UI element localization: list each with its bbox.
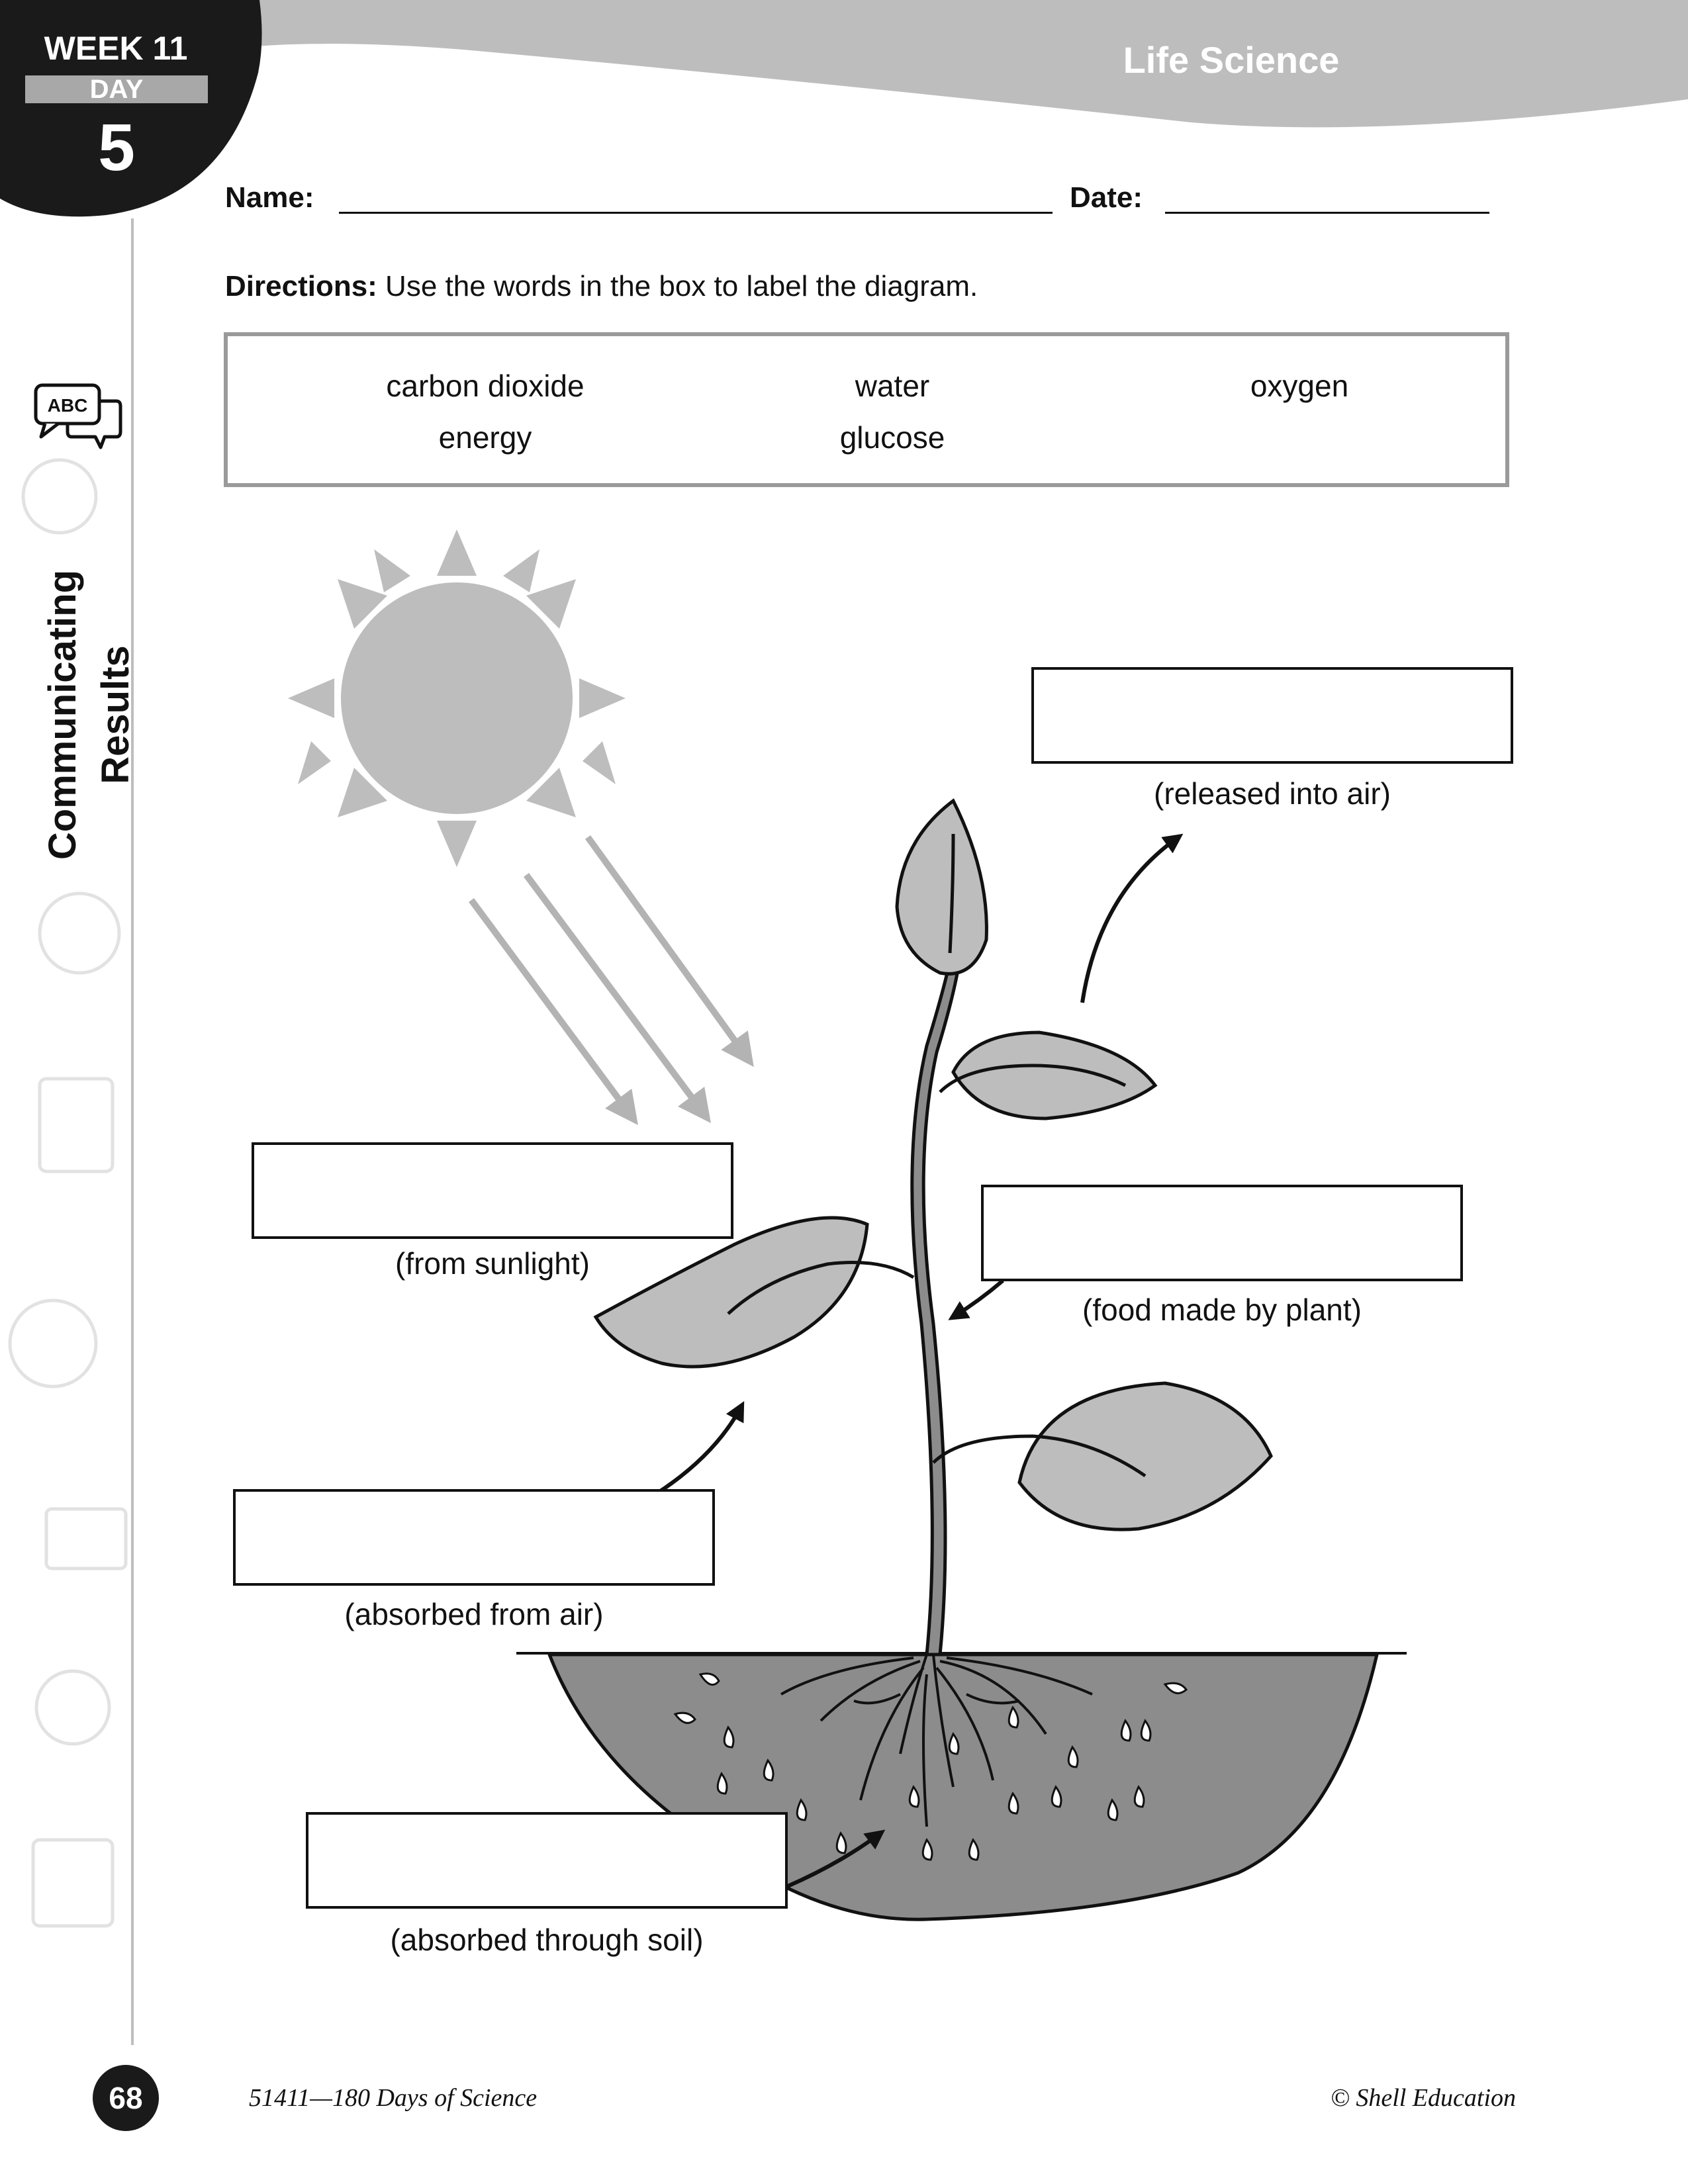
word-bank-item: glucose: [753, 420, 1031, 455]
word-bank-item: oxygen: [1160, 368, 1438, 404]
word-bank-item: water: [753, 368, 1031, 404]
sun-icon: [288, 529, 626, 867]
leaf-left: [596, 1218, 867, 1367]
date-label: Date:: [1070, 181, 1143, 214]
subject-title: Life Science: [1059, 38, 1403, 81]
caption-from-sunlight: (from sunlight): [252, 1246, 733, 1281]
caption-absorbed-from-air: (absorbed from air): [233, 1596, 715, 1632]
answer-box-carbon-dioxide[interactable]: [233, 1489, 715, 1586]
leaf-lower-right: [1019, 1383, 1271, 1529]
answer-box-oxygen[interactable]: [1031, 667, 1513, 764]
caption-food-made-by-plant: (food made by plant): [981, 1292, 1463, 1328]
word-bank-item: carbon dioxide: [346, 368, 624, 404]
sunlight-rays: [471, 837, 748, 1117]
speech-bubble-icon: ABC: [32, 381, 124, 454]
answer-box-water[interactable]: [306, 1812, 788, 1909]
word-bank-box: [224, 332, 1509, 487]
directions: Directions: Use the words in the box to …: [225, 270, 978, 303]
caption-released-into-air: (released into air): [1031, 776, 1513, 811]
day-label: DAY: [25, 74, 208, 105]
directions-text: Use the words in the box to label the di…: [377, 270, 978, 302]
day-number: 5: [25, 111, 208, 184]
directions-label: Directions:: [225, 270, 377, 302]
icon-text: ABC: [48, 395, 88, 416]
leaf-top: [897, 801, 986, 974]
leaf-upper-right: [953, 1032, 1155, 1118]
week-label: WEEK 11: [26, 29, 205, 68]
footer-book-title: 51411—180 Days of Science: [249, 2083, 537, 2113]
caption-absorbed-through-soil: (absorbed through soil): [306, 1922, 788, 1958]
answer-box-glucose[interactable]: [981, 1185, 1463, 1281]
footer-copyright: © Shell Education: [1258, 2083, 1516, 2113]
answer-box-energy[interactable]: [252, 1142, 733, 1239]
page-number: 68: [93, 2065, 159, 2131]
date-field[interactable]: [1165, 212, 1489, 214]
name-label: Name:: [225, 181, 314, 214]
name-field[interactable]: [339, 212, 1053, 214]
word-bank-item: energy: [346, 420, 624, 455]
plant-stem: [912, 923, 963, 1655]
